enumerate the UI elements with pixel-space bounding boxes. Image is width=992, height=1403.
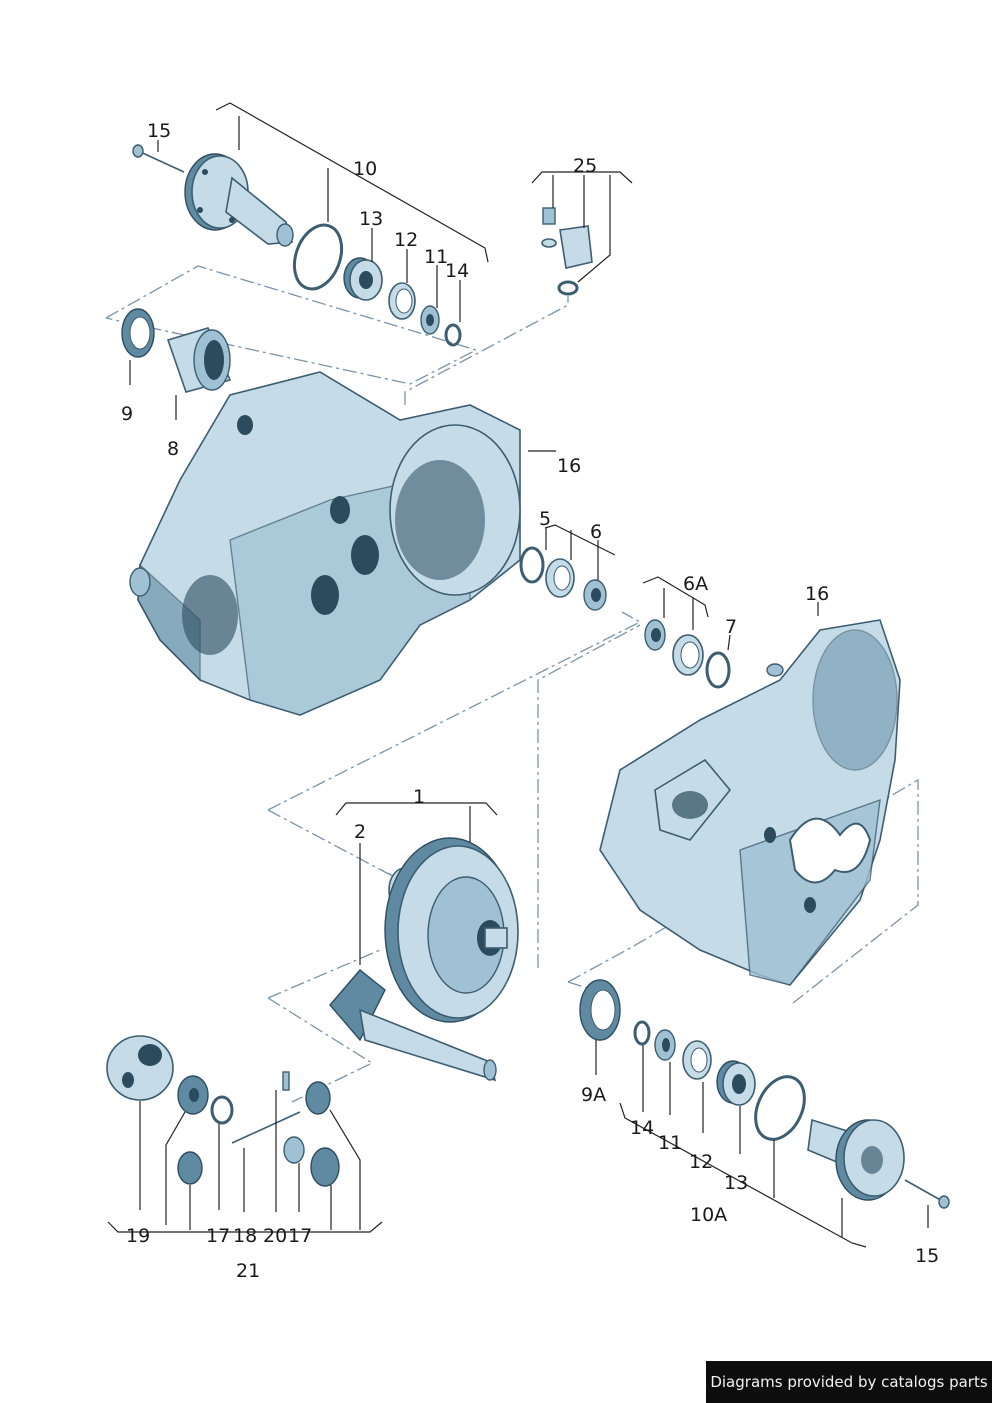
label-25: 25 bbox=[573, 155, 597, 177]
label-5: 5 bbox=[539, 508, 551, 530]
label-16-upper: 16 bbox=[557, 455, 581, 477]
label-16-lower: 16 bbox=[805, 583, 829, 605]
label-13-bottom: 13 bbox=[724, 1172, 748, 1194]
label-15-top: 15 bbox=[147, 120, 171, 142]
pin-20 bbox=[282, 1071, 290, 1091]
label-11-bottom: 11 bbox=[658, 1132, 682, 1154]
label-9: 9 bbox=[121, 403, 133, 425]
shim-5 bbox=[519, 546, 545, 584]
side-gear-right bbox=[310, 1147, 340, 1187]
leader-lines bbox=[107, 102, 929, 1248]
bearing-6A bbox=[644, 619, 666, 651]
label-6A: 6A bbox=[683, 573, 708, 595]
race-12-bottom bbox=[682, 1040, 712, 1080]
label-17-right: 17 bbox=[288, 1225, 312, 1247]
bearing-13-bottom bbox=[716, 1060, 756, 1106]
label-11-top: 11 bbox=[424, 246, 448, 268]
label-15-bottom: 15 bbox=[915, 1245, 939, 1267]
label-13-top: 13 bbox=[359, 208, 383, 230]
o-ring-top bbox=[292, 223, 344, 291]
part-labels: 15 10 13 12 11 14 25 9 8 16 5 6 6A 7 16 … bbox=[121, 120, 939, 1282]
label-2: 2 bbox=[354, 821, 366, 843]
seal-9A bbox=[579, 979, 621, 1041]
side-gear-left bbox=[177, 1075, 209, 1115]
o-ring-bottom bbox=[754, 1075, 806, 1141]
label-12-top: 12 bbox=[394, 229, 418, 251]
speed-sender-25 bbox=[541, 207, 593, 296]
bearing-13-top bbox=[343, 257, 383, 301]
output-flange-bottom bbox=[807, 1118, 950, 1209]
label-21: 21 bbox=[236, 1260, 260, 1282]
pinion-shaft-2 bbox=[329, 969, 497, 1082]
bearing-11-top bbox=[420, 305, 440, 335]
planet-gear-top bbox=[305, 1081, 331, 1115]
gearbox-housing-upper bbox=[129, 371, 521, 716]
label-14-top: 14 bbox=[445, 260, 469, 282]
shim-7 bbox=[705, 651, 731, 689]
label-14-bottom: 14 bbox=[630, 1117, 654, 1139]
race-6A bbox=[672, 634, 704, 676]
circlip-14-bottom bbox=[633, 1020, 651, 1046]
bearing-6 bbox=[583, 579, 607, 611]
bush-8 bbox=[166, 327, 232, 393]
pin-18 bbox=[231, 1111, 301, 1144]
label-18: 18 bbox=[233, 1225, 257, 1247]
label-10A: 10A bbox=[690, 1204, 727, 1226]
label-20: 20 bbox=[263, 1225, 287, 1247]
thrust-washer-17a bbox=[210, 1095, 234, 1125]
differential-1 bbox=[384, 837, 519, 1023]
catalog-watermark: Diagrams provided by catalogs parts bbox=[706, 1361, 992, 1403]
label-10: 10 bbox=[353, 158, 377, 180]
race-5 bbox=[545, 558, 575, 598]
planet-gear-left bbox=[177, 1151, 203, 1185]
label-1: 1 bbox=[413, 786, 425, 808]
label-7: 7 bbox=[725, 616, 737, 638]
circlip-14-top bbox=[444, 323, 462, 347]
race-12-top bbox=[388, 282, 416, 320]
bearing-11-bottom bbox=[654, 1029, 676, 1061]
output-flange-top bbox=[132, 144, 294, 247]
label-8: 8 bbox=[167, 438, 179, 460]
label-17-left: 17 bbox=[206, 1225, 230, 1247]
gearbox-housing-lower bbox=[599, 619, 901, 986]
label-6: 6 bbox=[590, 521, 602, 543]
thrust-washer-17b bbox=[283, 1136, 305, 1164]
diff-housing-19 bbox=[106, 1035, 174, 1101]
seal-9 bbox=[121, 308, 155, 358]
label-19: 19 bbox=[126, 1225, 150, 1247]
label-12-bottom: 12 bbox=[689, 1151, 713, 1173]
label-9A: 9A bbox=[581, 1084, 606, 1106]
